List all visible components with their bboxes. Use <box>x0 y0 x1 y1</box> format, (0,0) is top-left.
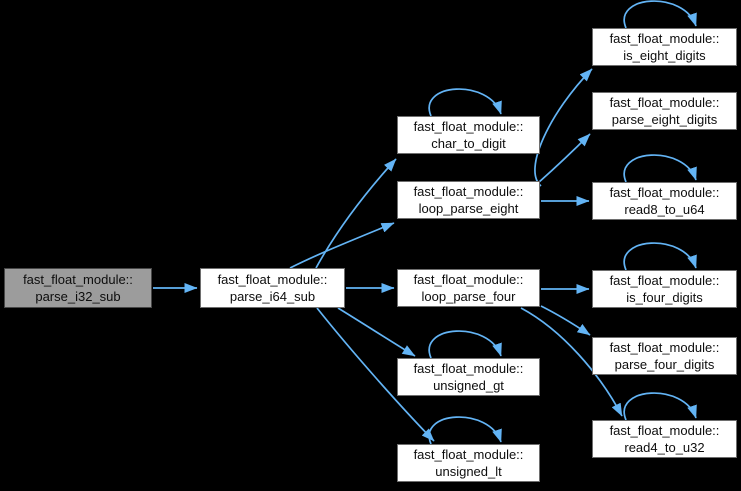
node-label-line1: fast_float_module:: <box>217 272 328 287</box>
self-loop-is-four-digits <box>623 242 697 271</box>
node-is-four-digits[interactable]: fast_float_module:: is_four_digits <box>592 270 737 308</box>
node-label-line2: unsigned_gt <box>433 378 504 393</box>
node-label-line1: fast_float_module:: <box>413 447 524 462</box>
edge-parse-i64-sub-to-char-to-digit <box>315 158 397 269</box>
self-loop-char-to-digit <box>428 88 502 117</box>
self-loop-unsigned-lt <box>428 416 502 445</box>
node-char-to-digit[interactable]: fast_float_module:: char_to_digit <box>397 116 540 154</box>
node-label-line1: fast_float_module:: <box>609 340 720 355</box>
node-is-eight-digits[interactable]: fast_float_module:: is_eight_digits <box>592 28 737 66</box>
node-label-line2: char_to_digit <box>431 136 506 151</box>
node-label-line1: fast_float_module:: <box>413 119 524 134</box>
node-parse-i64-sub[interactable]: fast_float_module:: parse_i64_sub <box>200 268 345 308</box>
node-parse-eight-digits[interactable]: fast_float_module:: parse_eight_digits <box>592 92 737 130</box>
edge-parse-i64-sub-to-loop-parse-eight <box>289 222 395 269</box>
node-parse-i32-sub: fast_float_module:: parse_i32_sub <box>4 268 152 308</box>
self-loop-is-eight-digits <box>623 0 697 29</box>
node-label-line2: parse_i32_sub <box>35 289 121 304</box>
node-label-line2: loop_parse_eight <box>418 201 519 216</box>
node-label-line2: parse_i64_sub <box>229 289 316 304</box>
node-label-line2: loop_parse_four <box>421 289 516 304</box>
edge-parse-i64-sub-to-unsigned-lt <box>316 307 435 442</box>
node-unsigned-gt[interactable]: fast_float_module:: unsigned_gt <box>397 358 540 396</box>
node-parse-four-digits[interactable]: fast_float_module:: parse_four_digits <box>592 337 737 375</box>
node-label-line1: fast_float_module:: <box>413 184 524 199</box>
node-loop-parse-eight[interactable]: fast_float_module:: loop_parse_eight <box>397 181 540 219</box>
node-label-line2: read4_to_u32 <box>624 440 705 455</box>
node-label-line1: fast_float_module:: <box>609 273 720 288</box>
node-label-line2: read8_to_u64 <box>624 202 705 217</box>
node-label-line2: is_four_digits <box>626 290 703 305</box>
node-unsigned-lt[interactable]: fast_float_module:: unsigned_lt <box>397 444 540 482</box>
edge-loop-parse-eight-to-parse-eight-digits <box>537 133 591 184</box>
edge-loop-parse-four-to-read4-to-u32 <box>520 307 623 417</box>
node-label-line1: fast_float_module:: <box>609 185 720 200</box>
node-label-line1: fast_float_module:: <box>609 423 720 438</box>
node-label-line1: fast_float_module:: <box>609 31 720 46</box>
edge-loop-parse-eight-to-is-eight-digits <box>534 68 593 187</box>
node-label-line2: parse_eight_digits <box>611 112 718 127</box>
self-loop-unsigned-gt <box>428 330 502 359</box>
self-loop-read8-to-u64 <box>623 154 697 183</box>
node-read4-to-u32[interactable]: fast_float_module:: read4_to_u32 <box>592 420 737 458</box>
node-loop-parse-four[interactable]: fast_float_module:: loop_parse_four <box>397 269 540 307</box>
self-loop-read4-to-u32 <box>623 392 697 421</box>
node-label-line2: is_eight_digits <box>623 48 706 63</box>
node-label-line1: fast_float_module:: <box>413 361 524 376</box>
edge-parse-i64-sub-to-unsigned-gt <box>337 307 416 357</box>
node-label-line1: fast_float_module:: <box>413 272 524 287</box>
edge-loop-parse-four-to-parse-four-digits <box>540 305 591 336</box>
node-label-line1: fast_float_module:: <box>609 95 720 110</box>
node-read8-to-u64[interactable]: fast_float_module:: read8_to_u64 <box>592 182 737 220</box>
node-label-line1: fast_float_module:: <box>23 272 133 287</box>
node-label-line2: parse_four_digits <box>614 357 715 372</box>
node-label-line2: unsigned_lt <box>435 464 502 479</box>
